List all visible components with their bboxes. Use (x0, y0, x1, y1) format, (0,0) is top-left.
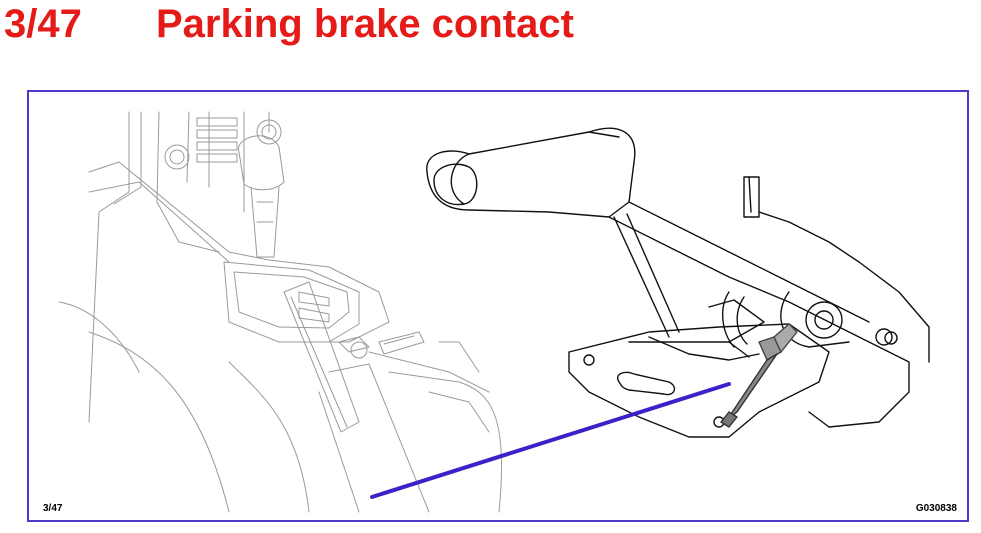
parking-brake-assembly-drawing (426, 127, 930, 438)
illustration-frame: 3/47 G030838 (27, 90, 969, 522)
figure-code-label: G030838 (915, 503, 957, 514)
page-title: Parking brake contact (156, 2, 574, 46)
pointer-line (370, 382, 731, 499)
parking-brake-illustration (58, 111, 930, 513)
figure-number-label: 3/47 (43, 503, 63, 514)
page-header: 3/47 Parking brake contact (4, 2, 574, 52)
center-console-drawing (58, 111, 503, 513)
page-number: 3/47 (4, 2, 82, 46)
